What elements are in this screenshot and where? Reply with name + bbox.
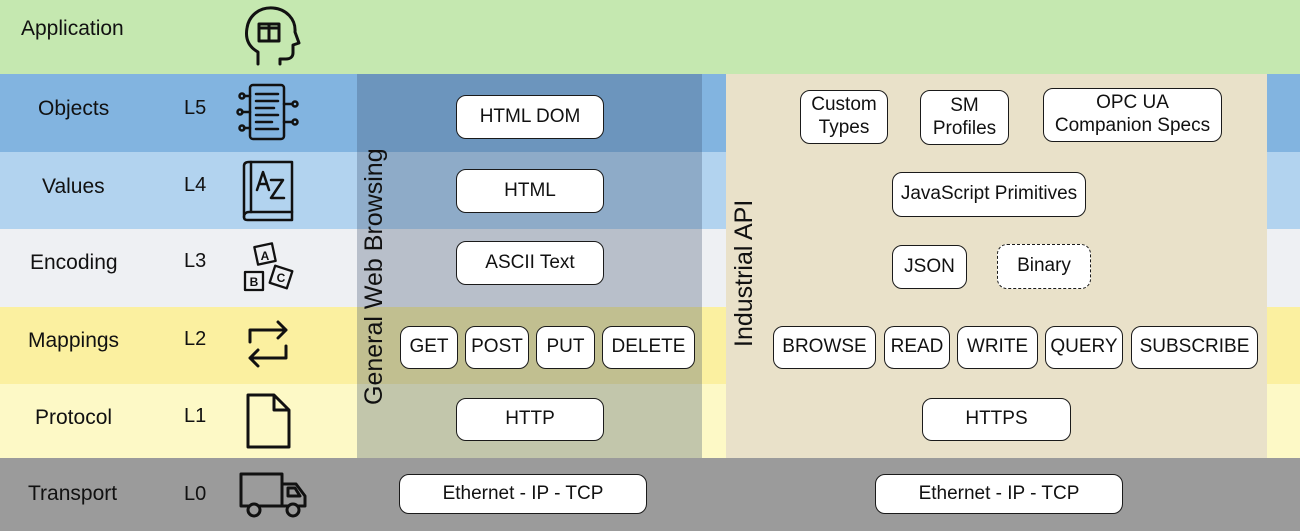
- web-objects-box: HTML DOM: [456, 95, 604, 139]
- api-objects-custom-types: Custom Types: [800, 90, 888, 144]
- web-transport-box: Ethernet - IP - TCP: [399, 474, 647, 514]
- svg-text:A: A: [261, 249, 270, 263]
- dictionary-az-icon: [242, 160, 294, 222]
- layer-name-mappings: Mappings: [28, 329, 120, 352]
- web-mapping-put: PUT: [536, 326, 595, 369]
- layer-code-encoding: L3: [184, 250, 207, 272]
- truck-icon: [239, 472, 307, 518]
- api-objects-companion-specs: OPC UA Companion Specs: [1043, 88, 1222, 142]
- layer-name-objects: Objects: [38, 97, 110, 120]
- api-protocol-box: HTTPS: [922, 398, 1071, 441]
- web-browsing-title: General Web Browsing: [360, 148, 388, 405]
- api-values-box: JavaScript Primitives: [892, 172, 1086, 217]
- band-application: [0, 0, 1300, 74]
- web-encoding-box: ASCII Text: [456, 241, 604, 285]
- abc-blocks-icon: A B C: [243, 242, 294, 292]
- layer-code-objects: L5: [184, 97, 207, 119]
- svg-text:C: C: [277, 271, 286, 285]
- web-mapping-get: GET: [400, 326, 458, 369]
- web-values-box: HTML: [456, 169, 604, 213]
- api-objects-sm-profiles: SM Profiles: [920, 90, 1009, 145]
- layer-code-transport: L0: [184, 483, 207, 505]
- document-network-icon: [236, 83, 299, 141]
- swap-arrows-icon: [248, 320, 288, 368]
- api-mapping-browse: BROWSE: [773, 326, 876, 369]
- api-transport-box: Ethernet - IP - TCP: [875, 474, 1123, 514]
- industrial-api-title: Industrial API: [730, 199, 758, 347]
- api-mapping-read: READ: [884, 326, 950, 369]
- web-mapping-post: POST: [465, 326, 529, 369]
- layer-code-mappings: L2: [184, 328, 207, 350]
- layer-code-values: L4: [184, 174, 207, 196]
- layer-code-protocol: L1: [184, 405, 207, 427]
- layer-name-protocol: Protocol: [35, 406, 113, 429]
- web-protocol-box: HTTP: [456, 398, 604, 441]
- svg-text:B: B: [250, 275, 259, 289]
- head-book-icon: [245, 6, 301, 66]
- file-icon: [246, 393, 291, 449]
- web-mapping-delete: DELETE: [602, 326, 695, 369]
- api-encoding-json: JSON: [892, 245, 967, 289]
- layer-name-encoding: Encoding: [30, 251, 118, 274]
- layer-name-transport: Transport: [28, 482, 118, 505]
- layer-name-application: Application: [21, 17, 124, 40]
- api-mapping-query: QUERY: [1045, 326, 1123, 369]
- api-encoding-binary: Binary: [997, 244, 1091, 289]
- layer-name-values: Values: [42, 175, 105, 198]
- api-mapping-write: WRITE: [957, 326, 1038, 369]
- api-mapping-subscribe: SUBSCRIBE: [1131, 326, 1258, 369]
